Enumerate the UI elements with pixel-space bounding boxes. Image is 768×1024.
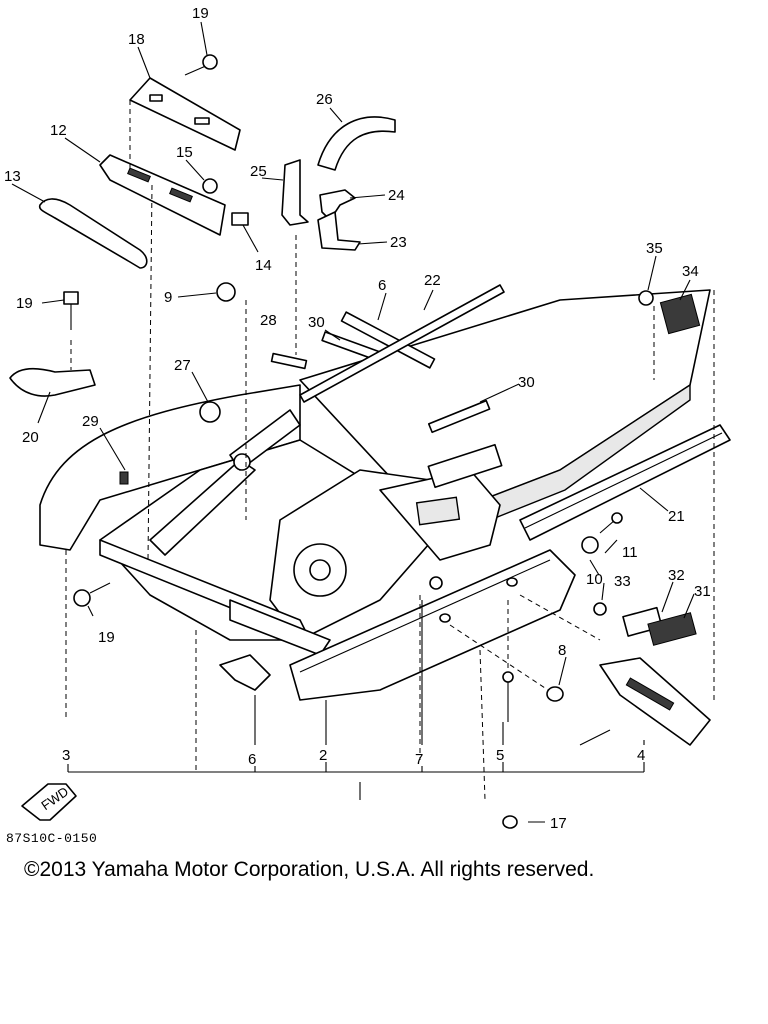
strip-30-b (427, 399, 491, 434)
grommet-17 (502, 815, 518, 829)
seat-frame (39, 289, 731, 701)
callout-28: 28 (260, 312, 277, 329)
strip-22 (299, 284, 505, 403)
callout-29: 29 (82, 413, 99, 430)
callout-30-right: 30 (518, 374, 535, 391)
callout-31: 31 (694, 583, 711, 600)
callout-14: 14 (255, 257, 272, 274)
callout-19: 19 (192, 5, 209, 22)
bracket-24 (319, 189, 356, 221)
bushing-27 (199, 401, 221, 423)
callout-10: 10 (586, 571, 603, 588)
callout-13: 13 (4, 168, 21, 185)
parts-diagram: FWD 19 18 12 15 13 26 25 24 23 14 9 19 2… (4, 5, 731, 832)
taillight-4 (599, 657, 711, 746)
callout-32: 32 (668, 567, 685, 584)
callout-5: 5 (496, 747, 504, 764)
bracket-20 (9, 367, 96, 397)
cap-7 (429, 576, 443, 590)
figure-code: 87S10C-0150 (6, 831, 98, 846)
callout-11: 11 (622, 544, 638, 561)
bolt-5 (502, 671, 514, 722)
callout-6-bottom: 6 (248, 751, 256, 768)
plate-12 (99, 154, 226, 236)
callout-15: 15 (176, 144, 193, 161)
callout-24: 24 (388, 187, 405, 204)
grouping-bracket (67, 600, 645, 800)
plate-34 (659, 293, 701, 335)
callout-4: 4 (637, 747, 645, 764)
callout-8: 8 (558, 642, 566, 659)
callout-3: 3 (62, 747, 70, 764)
nut-15 (202, 178, 218, 194)
bracket-6-lower (219, 654, 271, 691)
callout-22: 22 (424, 272, 441, 289)
grommet-10 (581, 536, 599, 554)
callout-25: 25 (250, 163, 267, 180)
callout-27: 27 (174, 357, 191, 374)
callout-numbers: 19 18 12 15 13 26 25 24 23 14 9 19 28 30… (4, 5, 711, 832)
bracket-18 (129, 77, 241, 151)
callout-21: 21 (668, 508, 685, 525)
callout-35: 35 (646, 240, 663, 257)
handle-26 (317, 116, 396, 171)
bracket-25 (281, 159, 309, 226)
callout-20: 20 (22, 429, 39, 446)
callout-18: 18 (128, 31, 145, 48)
fwd-arrow-icon: FWD (21, 783, 77, 821)
grab-bar-13 (38, 198, 148, 269)
callout-30-top: 30 (308, 314, 325, 331)
bolt-19-left (63, 291, 79, 330)
bracket-23 (317, 211, 361, 251)
callout-33: 33 (614, 573, 631, 590)
bolt-19-lower (73, 582, 111, 607)
callout-7: 7 (415, 751, 423, 768)
bolt-11 (599, 512, 623, 534)
leader-lines (11, 21, 695, 823)
assembly-lines (65, 100, 715, 801)
callout-6-top: 6 (378, 277, 386, 294)
reflector-31 (647, 612, 697, 646)
bar-6 (340, 311, 436, 369)
callout-26: 26 (316, 91, 333, 108)
callout-19-lower: 19 (98, 629, 115, 646)
nut-33 (593, 602, 607, 616)
bolt-19-top (184, 54, 218, 76)
grommet-35 (638, 290, 654, 306)
callout-9: 9 (164, 289, 172, 306)
strip-28 (270, 352, 308, 370)
callout-12: 12 (50, 122, 67, 139)
callout-2: 2 (319, 747, 327, 764)
pad-14 (231, 212, 249, 226)
callout-19-left: 19 (16, 295, 33, 312)
grommet-9 (216, 282, 236, 302)
callout-34: 34 (682, 263, 699, 280)
grommet-8 (546, 686, 564, 702)
copyright-notice: ©2013 Yamaha Motor Corporation, U.S.A. A… (24, 858, 595, 881)
callout-23: 23 (390, 234, 407, 251)
callout-17: 17 (550, 815, 567, 832)
